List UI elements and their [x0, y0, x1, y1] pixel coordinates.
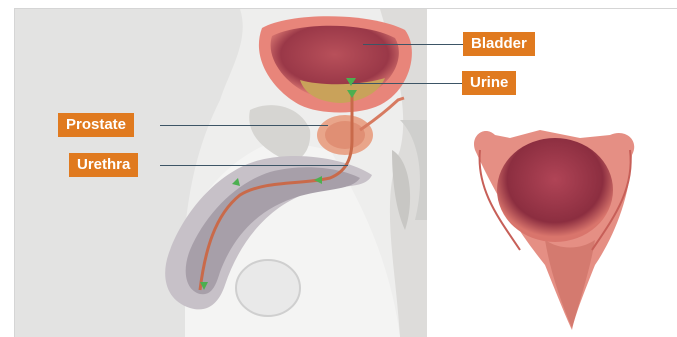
leader-line-bladder: [363, 44, 463, 45]
label-prostate: Prostate: [58, 113, 134, 137]
bladder-cross-section: [474, 130, 634, 330]
leader-line-urethra: [160, 165, 348, 166]
leader-line-prostate: [160, 125, 328, 126]
leader-line-urine: [352, 83, 462, 84]
label-urine: Urine: [462, 71, 516, 95]
prostate-inner: [325, 121, 365, 149]
label-bladder: Bladder: [463, 32, 535, 56]
testicle: [236, 260, 300, 316]
label-urethra: Urethra: [69, 153, 138, 177]
